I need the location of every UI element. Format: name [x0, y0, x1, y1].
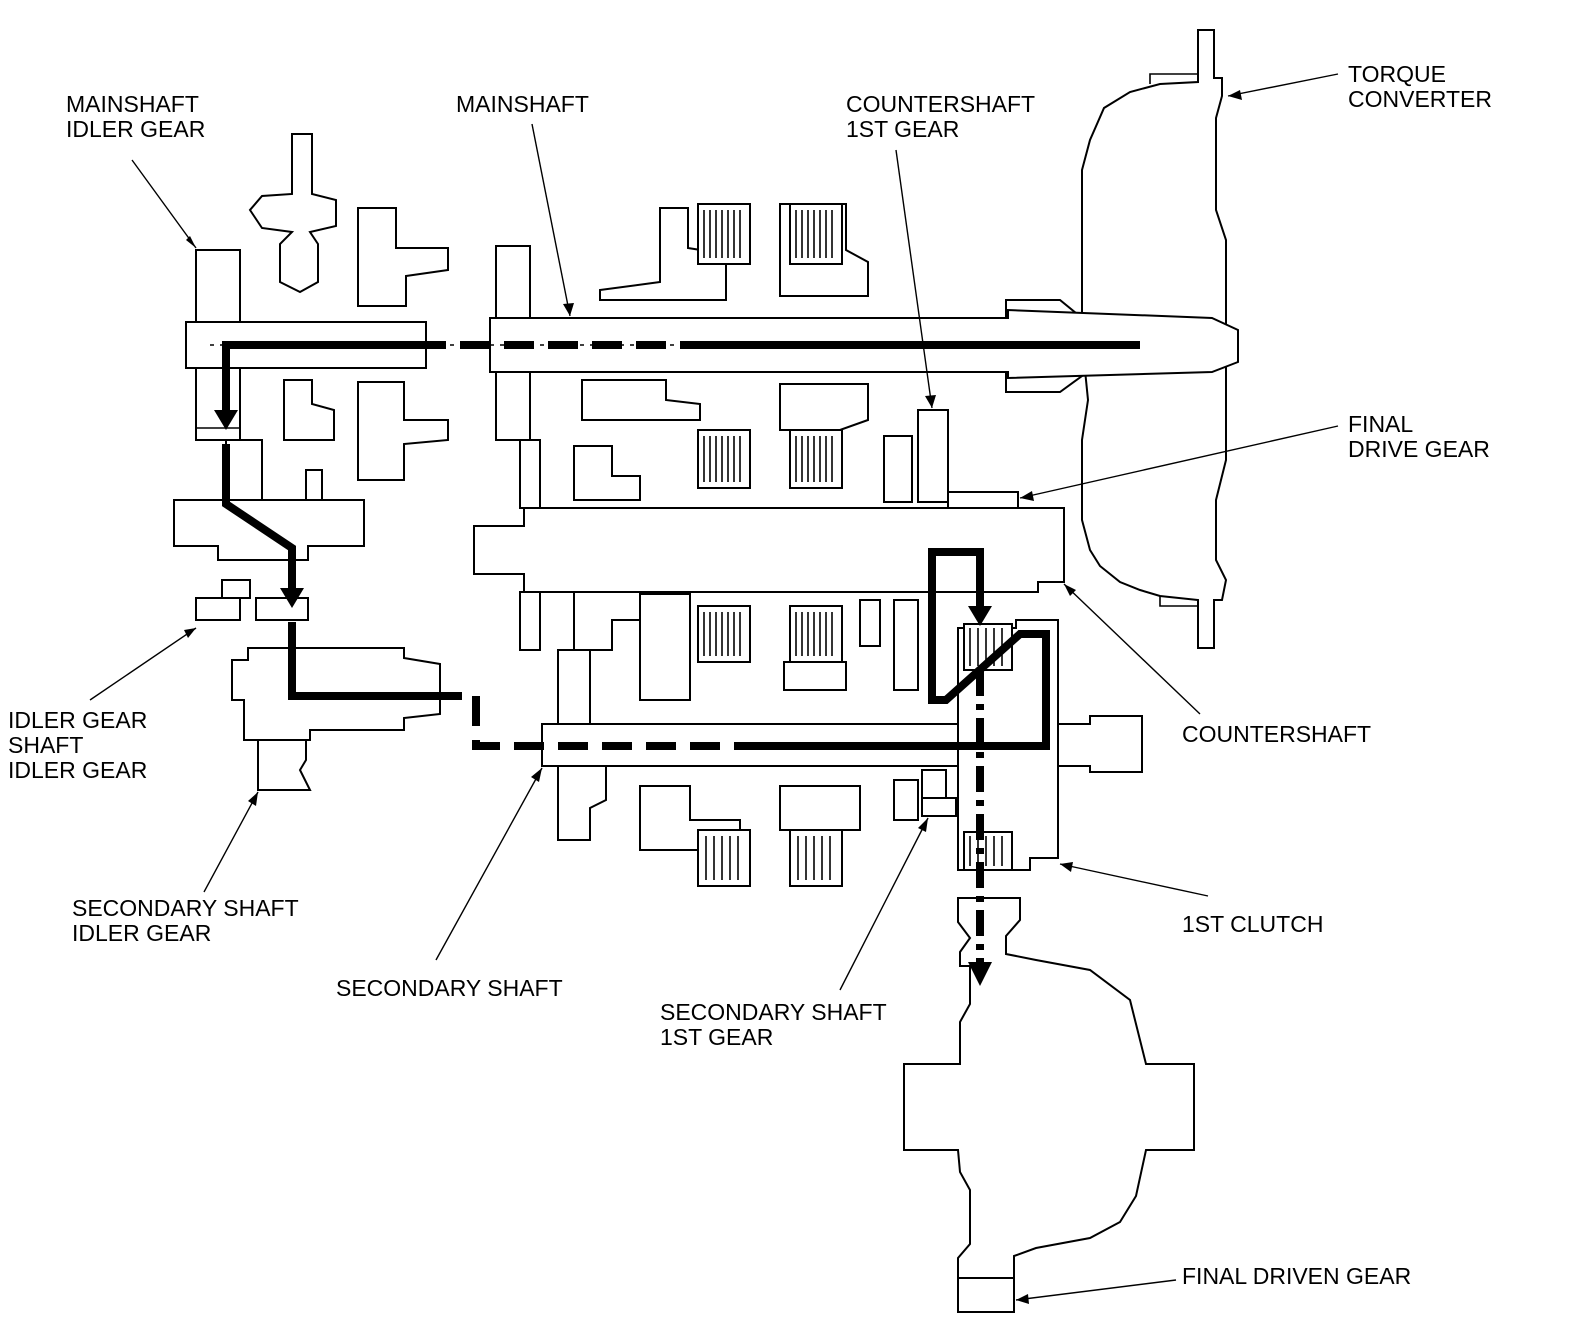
idler-gear-shaft-idler-gear	[195, 579, 309, 621]
label-line: DRIVE GEAR	[1348, 436, 1490, 462]
label-idler-gear-shaft-idler-gear: IDLER GEAR SHAFT IDLER GEAR	[8, 708, 147, 783]
label-line: COUNTERSHAFT	[846, 91, 1036, 117]
power-flow-path	[214, 341, 1140, 986]
clutch-pack-lower-1	[697, 605, 751, 663]
idler-gear-shaft	[173, 439, 365, 561]
leader-secondary-shaft-idler-gear	[203, 791, 259, 893]
leader-final-driven-gear	[1015, 1279, 1177, 1301]
leader-final-drive-gear	[1019, 425, 1339, 499]
leader-countershaft	[1063, 583, 1201, 715]
label-line: 1ST GEAR	[846, 116, 960, 142]
label-countershaft-1st-gear: COUNTERSHAFT 1ST GEAR	[846, 92, 1035, 142]
label-line: SECONDARY SHAFT	[336, 975, 563, 1001]
label-line: SECONDARY SHAFT	[72, 895, 299, 921]
leader-torque-converter	[1227, 73, 1339, 97]
secondary-shaft-lower-gears	[639, 779, 919, 887]
leader-lines	[89, 73, 1339, 1304]
label-secondary-shaft-idler-gear: SECONDARY SHAFT IDLER GEAR	[72, 896, 299, 946]
label-line: IDLER GEAR	[8, 707, 148, 733]
label-line: MAINSHAFT	[66, 91, 199, 117]
label-mainshaft: MAINSHAFT	[456, 92, 589, 117]
label-secondary-shaft-1st-gear: SECONDARY SHAFT 1ST GEAR	[660, 1000, 887, 1050]
leader-mainshaft	[531, 123, 571, 317]
label-line: 1ST CLUTCH	[1182, 911, 1324, 937]
label-line: IDLER GEAR	[72, 920, 212, 946]
label-line: IDLER GEAR	[8, 757, 148, 783]
label-mainshaft-idler-gear: MAINSHAFT IDLER GEAR	[66, 92, 205, 142]
final-drive-gear	[947, 491, 1019, 509]
secondary-shaft-1st-gear	[921, 769, 957, 817]
differential-housing	[903, 897, 1195, 1279]
clutch-pack-upper-2	[789, 203, 843, 265]
secondary-shaft-idler-gear-assembly	[231, 647, 441, 791]
countershaft-1st-gear	[883, 409, 949, 503]
label-line: IDLER GEAR	[66, 116, 206, 142]
leader-secondary-shaft	[435, 767, 543, 961]
leader-countershaft-1st-gear	[895, 149, 933, 409]
label-line: SECONDARY SHAFT	[660, 999, 887, 1025]
label-line: CONVERTER	[1348, 86, 1492, 112]
countershaft-lower-gears	[639, 593, 919, 701]
label-line: MAINSHAFT	[456, 91, 589, 117]
clutch-pack-upper-1	[697, 203, 751, 265]
label-final-drive-gear: FINAL DRIVE GEAR	[1348, 412, 1490, 462]
final-driven-gear	[957, 1277, 1015, 1313]
clutch-pack-middle-1	[697, 429, 751, 489]
label-line: SHAFT	[8, 732, 84, 758]
mainshaft-left-clutch-pack	[248, 133, 449, 481]
label-torque-converter: TORQUE CONVERTER	[1348, 62, 1492, 112]
label-line: FINAL DRIVEN GEAR	[1182, 1263, 1412, 1289]
leader-1st-clutch	[1059, 863, 1209, 897]
label-1st-clutch: 1ST CLUTCH	[1182, 912, 1323, 937]
leader-idler-gear-shaft-idler-gear	[89, 627, 197, 701]
label-final-driven-gear: FINAL DRIVEN GEAR	[1182, 1264, 1411, 1289]
clutch-pack-middle-2	[789, 429, 843, 489]
label-secondary-shaft: SECONDARY SHAFT	[336, 976, 563, 1001]
label-line: 1ST GEAR	[660, 1024, 774, 1050]
leader-mainshaft-idler-gear	[131, 159, 197, 249]
countershaft	[473, 439, 1065, 651]
clutch-pack-lower-2	[789, 605, 843, 663]
label-line: COUNTERSHAFT	[1182, 721, 1372, 747]
leader-secondary-shaft-1st-gear	[839, 817, 929, 991]
label-countershaft: COUNTERSHAFT	[1182, 722, 1371, 747]
label-line: FINAL	[1348, 411, 1414, 437]
label-line: TORQUE	[1348, 61, 1446, 87]
